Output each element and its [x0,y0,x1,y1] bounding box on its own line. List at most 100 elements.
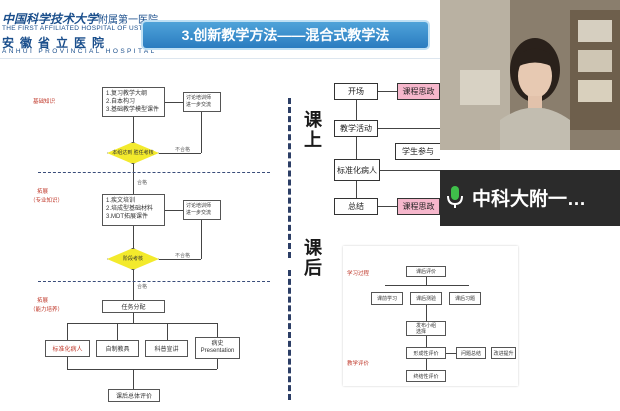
stage2-decision: 阶段考核 [107,248,159,270]
stage1-label: 基础知识 [33,99,56,105]
small-diagram-panel: 学习过程 教学评价 课后评价 课前学习 课后测验 课后习题 发布小组 选择 形成… [343,246,518,386]
connector [67,357,68,369]
connector [426,277,427,285]
connector [133,117,134,142]
connector [378,91,397,92]
stage2-decision-text: 阶段考核 [122,256,143,262]
connector [356,181,357,198]
connector [117,323,118,340]
pass1-label: 合格 [137,180,148,186]
small-row-box: 课前学习 [371,292,403,305]
task-box: 任务分配 [102,300,165,313]
small-label-bottom: 教学评价 [347,361,370,367]
stage1-side-line: 讨论培训师 [186,95,212,101]
bottom-box-science: 科普宣讲 [145,340,188,357]
connector [356,100,357,120]
participant-name: 中科大附一… [472,189,587,210]
small-q-box: 问题总结 [456,347,486,359]
hospital-logo-prov: 安徽省立医院 [2,36,111,50]
connector [67,323,68,340]
connector [67,323,217,324]
connector [426,305,427,321]
stage2-sub: （专业知识） [30,198,64,204]
small-box-top: 课后评价 [406,266,446,277]
class-on-label: 课上 [304,110,322,150]
connector [159,259,201,260]
stage3-sub: （能力培养） [30,307,64,313]
small-mid-box: 发布小组 选择 [406,321,446,336]
connector [133,369,134,389]
stage1-decision-text: 本组达到 胜任考核 [112,150,154,156]
connector [385,285,469,286]
bottom-box-tools: 自制教具 [96,340,139,357]
stage2-side-line: 进一步交流 [186,210,212,216]
divider-strip [288,98,295,258]
connector [217,323,218,340]
connector [380,170,440,171]
flow-summary: 总结 [334,198,378,215]
connector [67,369,217,370]
bottom-box-sp: 标准化病人 [45,340,90,357]
stage2-item: 3.MDT拓展课件 [106,214,149,220]
section-divider [38,172,270,173]
small-final-box: 终结性评价 [406,370,446,382]
connector [167,323,168,340]
flow-pink-bottom: 课程思政 [397,198,440,215]
flow-sp: 标准化病人 [334,159,380,181]
video-feed [440,0,620,150]
stage1-item: 2.自本构习 [106,99,136,105]
small-eval-box: 形成性评价 [406,347,446,359]
section-divider [38,281,270,282]
stage3-label: 拓展 [37,298,49,304]
connector [165,102,183,103]
flow-student: 学生参与 [395,143,440,160]
flow-start: 开场 [334,83,378,100]
stage2-item: 2.培成型基础材料 [106,206,154,212]
connector [426,359,427,370]
stage2-item: 1.疾文培训 [106,198,136,204]
presenter-video-image [440,0,620,150]
connector [446,353,456,354]
pass2-label: 合格 [137,284,148,290]
small-improve-box: 改进提升 [491,347,516,359]
connector [356,137,357,159]
caption-bar [440,170,620,226]
connector [159,153,201,154]
bottom-box-presentation: 病史 Presentation [195,337,240,359]
stage2-side-line: 讨论培训师 [186,203,212,209]
stage1-item: 1.复习教学大纲 [106,91,148,97]
hospital-logo-en2: ANHUI PROVINCIAL HOSPITAL [2,48,157,55]
slide-title: 3.创新教学方法——混合式教学法 [143,22,428,48]
stage1-box: 1.复习教学大纲 2.自本构习 3.基础教学模型课件 [102,87,165,117]
small-label-top: 学习过程 [347,271,370,277]
header-divider [0,58,440,59]
logo-cn-main: 中国科学技术大学 [2,12,99,26]
connector [165,210,183,211]
divider-strip [288,270,295,400]
connector [217,359,218,369]
connector [133,313,134,323]
stage2-box: 1.疾文培训 2.培成型基础材料 3.MDT拓展课件 [102,194,165,226]
class-after-label: 课后 [304,238,322,278]
connector [133,164,134,194]
connector [201,112,202,153]
connector [133,226,134,248]
hospital-logo-cn: 中国科学技术大学附属第一医院 [2,10,158,27]
stage1-decision: 本组达到 胜任考核 [107,142,159,164]
flow-pink-top: 课程思政 [397,83,440,100]
stage1-side-line: 进一步交流 [186,102,212,108]
hospital-logo-en1: THE FIRST AFFILIATED HOSPITAL OF USTC [2,25,148,32]
fail1-label: 不合格 [175,147,191,153]
connector [133,270,134,300]
flow-activity: 教学活动 [334,120,378,137]
fail2-label: 不合格 [175,253,191,259]
stage1-item: 3.基础教学模型课件 [106,107,160,113]
connector [426,336,427,347]
small-row-box: 课后测验 [410,292,442,305]
stage2-side-box: 讨论培训师 进一步交流 [183,200,221,220]
connector [378,128,440,129]
microphone-icon[interactable] [447,185,463,209]
small-row-box: 课后习题 [449,292,481,305]
logo-cn-sub: 附属第一医院 [98,15,159,26]
connector [201,220,202,259]
